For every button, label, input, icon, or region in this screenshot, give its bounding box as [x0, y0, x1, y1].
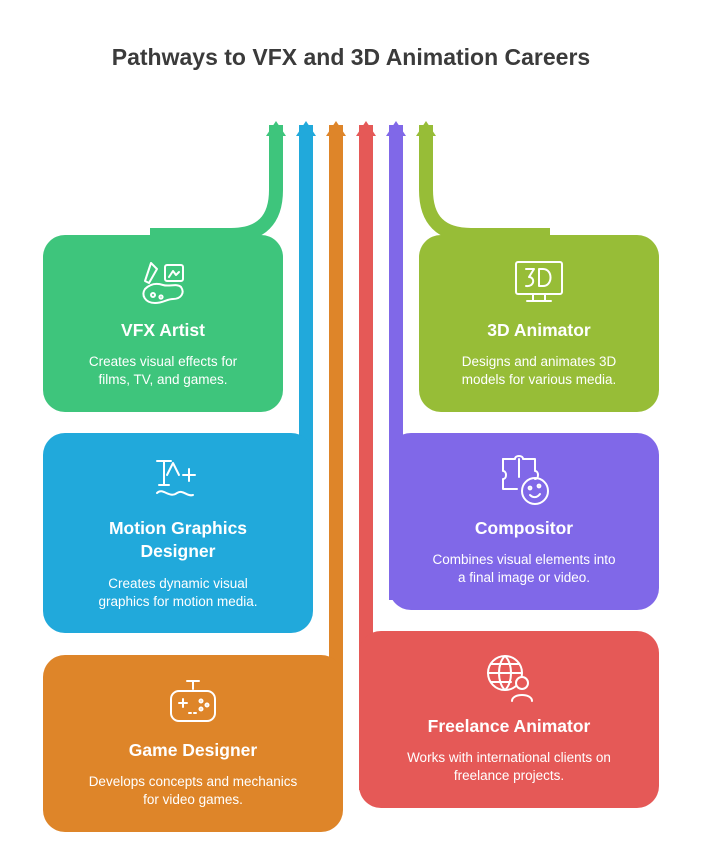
vfx-artist-card: VFX Artist Creates visual effects for fi…: [43, 235, 283, 412]
freelance-animator-description: Works with international clients on free…: [359, 749, 659, 785]
page-title: Pathways to VFX and 3D Animation Careers: [111, 44, 591, 70]
motion-graphics-desc-line1: Creates dynamic visual: [108, 576, 248, 591]
vfx-artist-desc-line2: films, TV, and games.: [98, 372, 228, 387]
globe-person-icon: [485, 653, 537, 703]
game-designer-title: Game Designer: [128, 740, 258, 760]
animator-3d-title: 3D Animator: [487, 320, 591, 340]
freelance-animator-card: Freelance Animator Works with internatio…: [359, 631, 659, 808]
animator-3d-desc-line2: models for various media.: [461, 372, 617, 387]
puzzle-face-icon: [499, 455, 551, 507]
compositor-arrow: [386, 121, 406, 136]
freelance-animator-desc-line2: freelance projects.: [453, 768, 565, 783]
animator-3d-path: [419, 125, 550, 242]
compositor-description: Combines visual elements into a final im…: [389, 551, 659, 587]
animator-3d-description: Designs and animates 3D models for vario…: [419, 353, 659, 389]
game-designer-desc-line2: for video games.: [143, 792, 243, 807]
motion-graphics-title: Motion Graphics Designer: [43, 517, 313, 563]
artist-palette-icon: [139, 259, 189, 307]
game-designer-card: Game Designer Develops concepts and mech…: [43, 655, 343, 832]
motion-graphics-description: Creates dynamic visual graphics for moti…: [43, 575, 313, 611]
motion-graphics-title-line1: Motion Graphics: [108, 518, 248, 538]
freelance-animator-title: Freelance Animator: [427, 716, 591, 736]
motion-graphics-card: Motion Graphics Designer Creates dynamic…: [43, 433, 313, 633]
gamepad-icon: [167, 675, 219, 727]
compositor-desc-line2: a final image or video.: [457, 570, 591, 585]
animator-3d-card: 3D Animator Designs and animates 3D mode…: [419, 235, 659, 412]
animator-3d-desc-line1: Designs and animates 3D: [461, 354, 617, 369]
vfx-artist-description: Creates visual effects for films, TV, an…: [43, 353, 283, 389]
vfx-artist-title: VFX Artist: [121, 320, 205, 340]
compositor-title: Compositor: [474, 518, 574, 538]
motion-graphics-desc-line2: graphics for motion media.: [98, 594, 258, 609]
motion-graphics-arrow: [296, 121, 316, 136]
freelance-animator-arrow: [356, 121, 376, 136]
compositor-desc-line1: Combines visual elements into: [432, 552, 616, 567]
vfx-artist-desc-line1: Creates visual effects for: [88, 354, 238, 369]
text-design-icon: [153, 455, 203, 503]
vfx-artist-path: [150, 125, 283, 242]
compositor-card: Compositor Combines visual elements into…: [389, 433, 659, 610]
game-designer-arrow: [326, 121, 346, 136]
vfx-artist-arrow: [266, 121, 286, 136]
animator-3d-arrow: [416, 121, 436, 136]
freelance-animator-desc-line1: Works with international clients on: [407, 750, 611, 765]
game-designer-desc-line1: Develops concepts and mechanics: [88, 774, 298, 789]
game-designer-description: Develops concepts and mechanics for vide…: [43, 773, 343, 809]
motion-graphics-title-line2: Designer: [140, 541, 216, 561]
3d-monitor-icon: [513, 259, 565, 307]
